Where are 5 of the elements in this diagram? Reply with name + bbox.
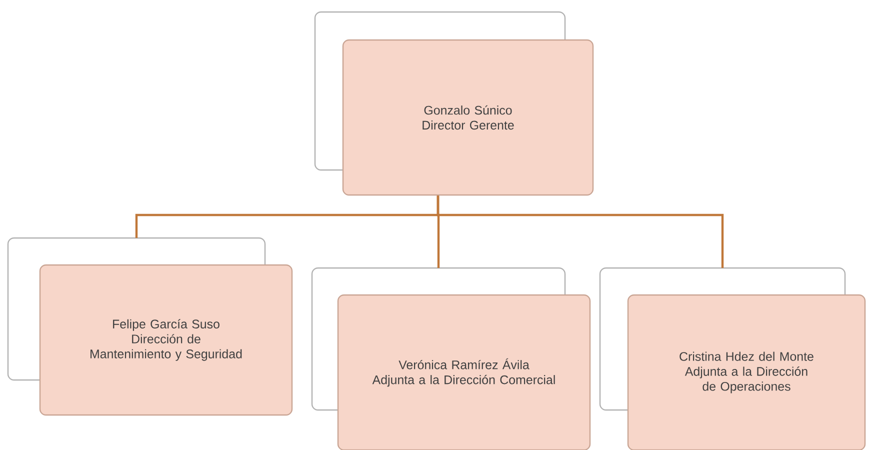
person-box: Cristina Hdez del Monte Adjunta a la Dirección de Operaciones: [627, 294, 866, 450]
person-box: Felipe García Suso Dirección de Mantenimiento y Seguridad: [39, 264, 293, 416]
person-box: Gonzalo Súnico Director Gerente: [342, 39, 594, 196]
person-box: Verónica Ramírez Ávila Adjunta a la Dirección Comercial: [337, 294, 591, 450]
connector-line: [436, 196, 724, 268]
